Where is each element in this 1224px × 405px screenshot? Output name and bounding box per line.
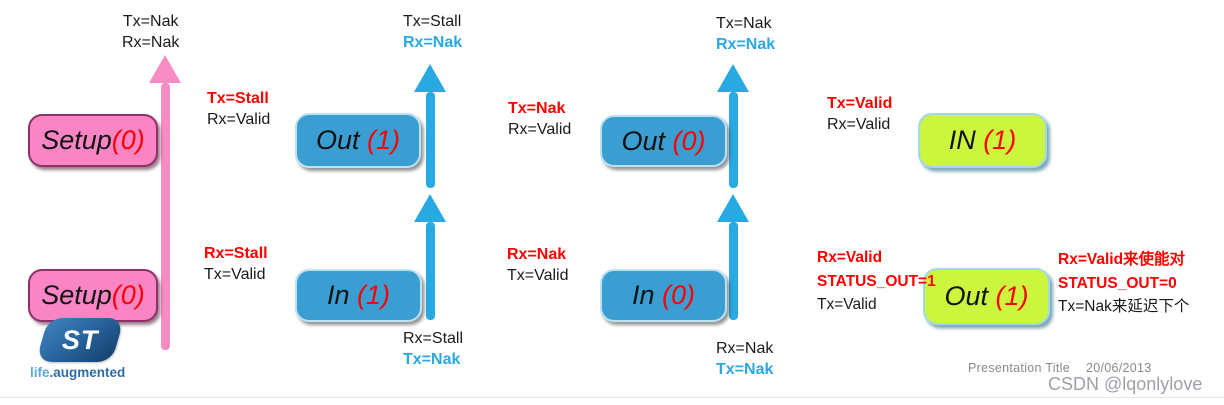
state-label: Setup — [41, 280, 112, 310]
arrow-shaft — [160, 83, 170, 350]
state-label: Setup — [41, 125, 112, 155]
label-line: Rx=Nak — [716, 340, 774, 357]
label-line: Tx=Nak — [508, 100, 566, 117]
label-line: Tx=Nak — [716, 15, 772, 32]
label-col2-arrow-top: Tx=Stall Rx=Nak — [403, 11, 462, 53]
label-line: Tx=Nak — [122, 13, 179, 30]
up-arrow-col2-bottom — [413, 194, 447, 320]
state-box-in1-status: IN (1) — [918, 113, 1047, 168]
arrow-head-icon — [717, 194, 749, 222]
up-arrow-setup — [148, 55, 182, 350]
state-toggle-bit: (0) — [672, 125, 706, 156]
st-tagline: life.augmented — [30, 365, 140, 380]
state-box-setup-bottom: Setup(0) — [28, 269, 158, 322]
label-line: Rx=Nak — [716, 36, 776, 53]
state-toggle-bit: (0) — [662, 280, 696, 310]
label-col3-side-top: Tx=Nak Rx=Valid — [508, 98, 571, 140]
up-arrow-col3-bottom — [716, 194, 750, 320]
label-line: Tx=Stall — [403, 13, 462, 30]
label-col2-arrow-bottom: Rx=Stall Tx=Nak — [403, 328, 463, 370]
label-col3-side-bottom: Rx=Nak Tx=Valid — [507, 244, 569, 286]
label-line: Tx=Valid — [827, 95, 893, 112]
state-box-out1-status: Out (1) — [923, 268, 1050, 325]
label-line: Rx=Valid — [827, 116, 891, 133]
label-line: Tx=Nak — [716, 361, 774, 378]
state-box-in0: In (0) — [600, 269, 727, 322]
presentation-title: Presentation Title — [968, 361, 1070, 375]
slide-date: 20/06/2013 — [1085, 361, 1152, 375]
label-line: Rx=Stall — [204, 245, 268, 262]
label-col1-arrow-top: Tx=Nak Rx=Nak — [122, 11, 179, 53]
state-label: Out — [944, 281, 996, 311]
label-line: STATUS_OUT=0 — [1058, 274, 1177, 292]
label-line: Rx=Nak — [403, 34, 463, 51]
footer-presentation: Presentation Title 20/06/2013 — [968, 361, 1152, 375]
state-toggle-bit: (1) — [357, 280, 391, 310]
arrow-head-icon — [717, 64, 749, 92]
arrow-head-icon — [149, 55, 181, 83]
label-col2-side-bottom: Rx=Stall Tx=Valid — [204, 243, 268, 285]
label-line: Rx=Nak — [507, 246, 567, 263]
label-col4-side-top: Tx=Valid Rx=Valid — [827, 93, 892, 135]
state-label: In — [326, 280, 358, 310]
st-monogram: ST — [61, 324, 99, 355]
state-label: Out — [621, 125, 673, 156]
arrow-shaft — [728, 92, 738, 188]
label-col4-side-bottom: Rx=Valid STATUS_OUT=1 Tx=Valid — [817, 246, 936, 317]
arrow-shaft — [728, 222, 738, 320]
label-line: Rx=Valid — [207, 111, 271, 128]
state-box-setup-top: Setup(0) — [28, 114, 158, 167]
label-line: Tx=Stall — [207, 90, 269, 107]
footer-divider — [0, 397, 1224, 398]
state-box-out0: Out (0) — [600, 115, 727, 167]
label-line: Tx=Nak来延迟下个 — [1058, 298, 1190, 315]
label-line: Rx=Valid — [817, 249, 883, 266]
label-line: Tx=Valid — [204, 266, 266, 283]
arrow-shaft — [425, 92, 435, 188]
up-arrow-col2-top — [413, 64, 447, 188]
arrow-head-icon — [414, 194, 446, 222]
state-toggle-bit: (1) — [367, 125, 401, 155]
label-line: STATUS_OUT=1 — [817, 272, 936, 290]
label-line: Rx=Valid来使能对 — [1058, 251, 1186, 268]
label-col3-arrow-top: Tx=Nak Rx=Nak — [716, 13, 775, 55]
state-label: Out — [315, 125, 368, 155]
label-line: Rx=Nak — [122, 34, 180, 51]
state-label: IN — [948, 125, 984, 155]
label-col2-side-top: Tx=Stall Rx=Valid — [207, 88, 270, 130]
state-box-in1: In (1) — [295, 269, 422, 322]
note-right-annotation: Rx=Valid来使能对 STATUS_OUT=0 Tx=Nak来延迟下个 — [1058, 248, 1189, 319]
label-line: Tx=Valid — [817, 296, 877, 313]
state-toggle-bit: (0) — [111, 280, 145, 310]
label-line: Rx=Stall — [403, 330, 464, 347]
up-arrow-col3-top — [716, 64, 750, 188]
state-box-out1: Out (1) — [295, 113, 421, 168]
label-line: Rx=Valid — [508, 121, 572, 138]
tagline-life: life — [30, 365, 50, 380]
st-logo: ST life.augmented — [30, 318, 140, 380]
state-toggle-bit: (1) — [983, 125, 1017, 155]
arrow-head-icon — [414, 64, 446, 92]
tagline-augmented: .augmented — [49, 365, 126, 380]
arrow-shaft — [425, 222, 435, 320]
label-line: Tx=Valid — [507, 267, 569, 284]
state-toggle-bit: (1) — [995, 281, 1029, 311]
state-label: In — [631, 280, 663, 310]
st-logo-icon: ST — [35, 318, 125, 362]
label-col3-arrow-bottom: Rx=Nak Tx=Nak — [716, 338, 773, 380]
csdn-watermark: CSDN @lqonlylove — [1048, 374, 1203, 394]
state-toggle-bit: (0) — [111, 125, 145, 155]
label-line: Tx=Nak — [403, 351, 461, 368]
